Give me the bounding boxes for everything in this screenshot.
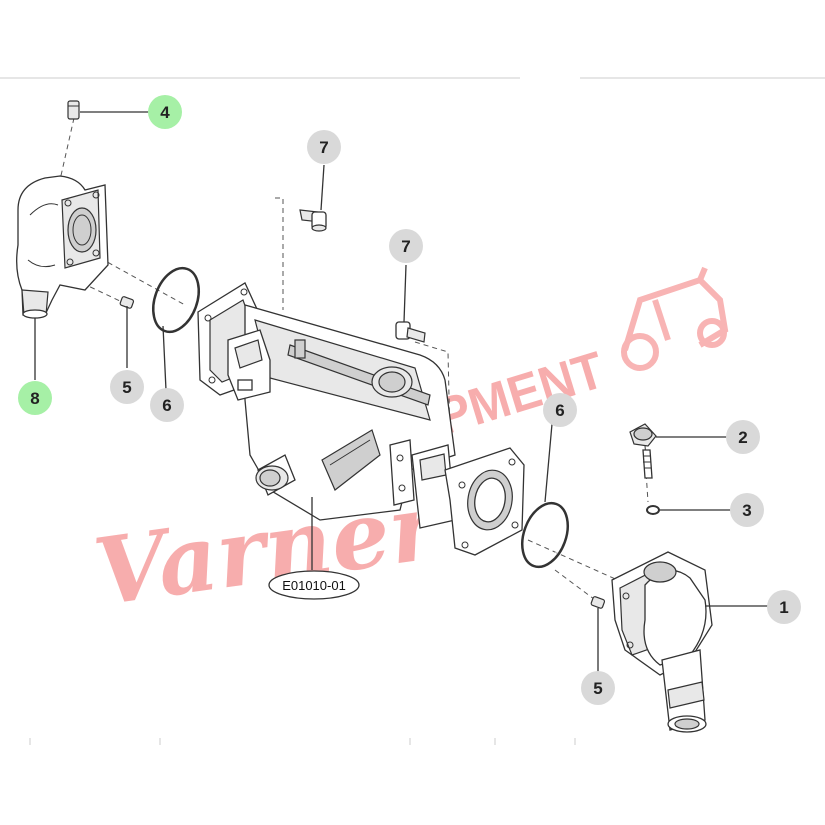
svg-text:4: 4 — [160, 103, 170, 122]
svg-text:6: 6 — [555, 401, 564, 420]
part-1-right-thermostat-housing — [611, 551, 713, 733]
leader-lines — [34, 111, 768, 673]
svg-text:7: 7 — [401, 237, 410, 256]
part-8-left-outlet-housing — [16, 175, 109, 319]
assembly-label-text: E01010-01 — [282, 578, 346, 593]
part-3-o-ring — [646, 505, 660, 515]
part-2-temperature-sensor — [629, 423, 657, 479]
part-6-gasket-left — [152, 266, 200, 334]
svg-text:2: 2 — [738, 428, 747, 447]
frame-ticks — [0, 77, 825, 745]
svg-text:7: 7 — [319, 138, 328, 157]
part-4-plug — [67, 100, 80, 120]
callout-7-upper: 7 — [307, 130, 341, 164]
callout-4: 4 — [148, 95, 182, 129]
svg-text:1: 1 — [779, 598, 788, 617]
svg-text:8: 8 — [30, 389, 39, 408]
svg-text:5: 5 — [593, 679, 602, 698]
part-7-bolt-lower — [395, 321, 426, 343]
callout-1: 1 — [767, 590, 801, 624]
main-manifold-body — [197, 282, 525, 556]
callout-6-left: 6 — [150, 388, 184, 422]
svg-text:6: 6 — [162, 396, 171, 415]
svg-text:3: 3 — [742, 501, 751, 520]
callout-6-right: 6 — [543, 393, 577, 427]
callout-5-left: 5 — [110, 370, 144, 404]
tractor-logo — [621, 266, 729, 371]
part-5-pin-left — [119, 296, 135, 309]
part-6-gasket-right — [521, 501, 569, 569]
callout-2: 2 — [726, 420, 760, 454]
callout-7-lower: 7 — [389, 229, 423, 263]
part-5-pin-right — [590, 596, 606, 609]
callout-3: 3 — [730, 493, 764, 527]
assembly-label: E01010-01 — [268, 570, 360, 600]
callout-8: 8 — [18, 381, 52, 415]
svg-text:5: 5 — [122, 378, 131, 397]
callout-5-right: 5 — [581, 671, 615, 705]
part-7-bolt-upper — [299, 209, 327, 232]
